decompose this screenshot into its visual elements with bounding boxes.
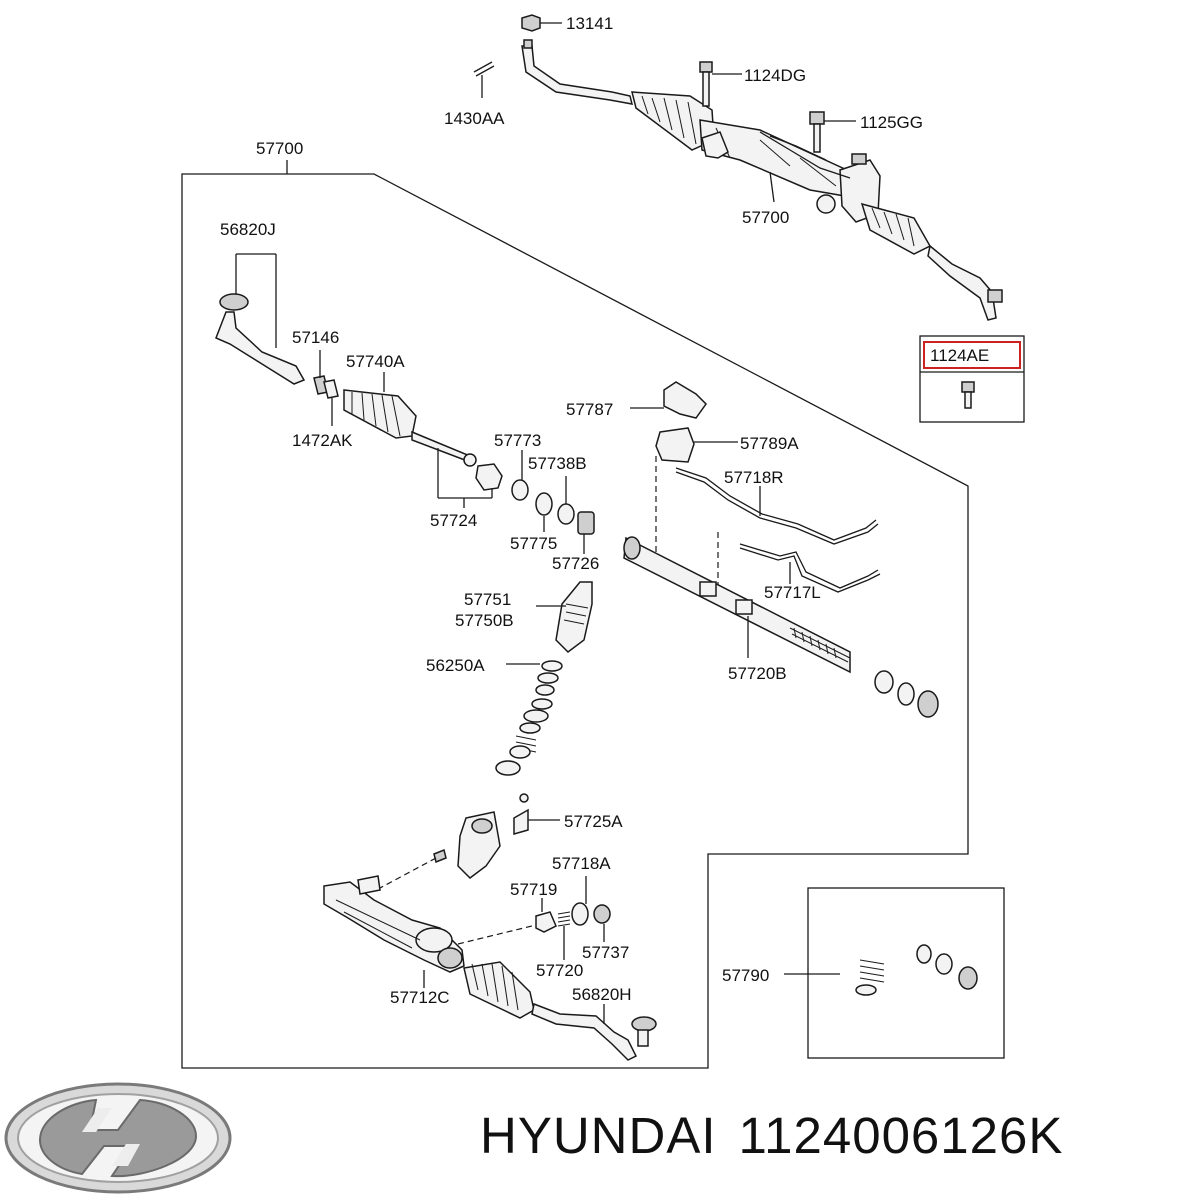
- inner-tie-rod-57724: [411, 430, 503, 508]
- hydraulic-line-57718r: [675, 467, 879, 545]
- label-57146: 57146: [292, 328, 339, 347]
- label-57740a: 57740A: [346, 352, 405, 371]
- assembly-57700-outline: [181, 173, 969, 1069]
- label-57775: 57775: [510, 534, 557, 553]
- pinion-shaft-57751: [536, 581, 593, 653]
- label-57750b: 57750B: [455, 611, 514, 630]
- label-57789a: 57789A: [740, 434, 799, 453]
- bolt-1124dg-icon: [699, 61, 742, 107]
- label-57712c: 57712C: [390, 988, 450, 1007]
- label-56820j: 56820J: [220, 220, 276, 239]
- boot-57740a: [343, 372, 417, 439]
- label-13141: 13141: [566, 14, 613, 33]
- label-1124dg: 1124DG: [744, 66, 806, 85]
- boot-and-tie-rod-end-bottom: [463, 961, 657, 1061]
- rack-tube-57720b: [623, 536, 939, 718]
- nut-13141-icon: [521, 14, 562, 32]
- hydraulic-line-57717l: [739, 543, 881, 593]
- right-boot-top: [860, 202, 932, 255]
- label-56820h: 56820H: [572, 985, 632, 1004]
- top-rack-assembly: [473, 14, 1003, 321]
- label-57700-frame: 57700: [256, 139, 303, 158]
- kit-57790-box: [784, 887, 1005, 1059]
- label-57726: 57726: [552, 554, 599, 573]
- label-57790: 57790: [722, 966, 769, 985]
- label-57700-rack: 57700: [742, 208, 789, 227]
- label-1125gg: 1125GG: [860, 113, 923, 132]
- rack-guide-parts: [535, 876, 611, 960]
- label-57725a: 57725A: [564, 812, 623, 831]
- label-57737: 57737: [582, 943, 629, 962]
- jam-nut-icon: [313, 350, 339, 426]
- label-57720b: 57720B: [728, 664, 787, 683]
- brand-name: HYUNDAI: [480, 1107, 717, 1164]
- label-56250a: 56250A: [426, 656, 485, 675]
- label-57738b: 57738B: [528, 454, 587, 473]
- seal-rings: [511, 450, 595, 554]
- label-1124ae: 1124AE: [930, 346, 989, 365]
- label-57717l: 57717L: [764, 583, 821, 602]
- bolt-1125gg-icon: [809, 111, 856, 153]
- label-57724: 57724: [430, 511, 477, 530]
- label-1430aa: 1430AA: [444, 109, 505, 128]
- brand-part-number-line: HYUNDAI 1124006126K: [480, 1106, 1190, 1176]
- valve-body-57725a: [379, 793, 560, 889]
- label-57751: 57751: [464, 590, 511, 609]
- clamp-57787: [630, 381, 707, 419]
- spring-icon: [855, 959, 885, 996]
- part-1124ae-box: [919, 335, 1025, 423]
- label-57773: 57773: [494, 431, 541, 450]
- label-57718r: 57718R: [724, 468, 784, 487]
- cotter-pin-icon: [473, 61, 495, 98]
- label-57787: 57787: [566, 400, 613, 419]
- hyundai-logo-icon: [4, 1082, 232, 1194]
- bushing-57789a: [655, 427, 738, 463]
- part-number: 1124006126K: [738, 1107, 1064, 1164]
- tie-rod-end-56820j: [215, 253, 306, 385]
- label-57720: 57720: [536, 961, 583, 980]
- label-57719: 57719: [510, 880, 557, 899]
- seal-stack-56250a: [495, 660, 563, 776]
- housing-57712c: [323, 875, 541, 988]
- label-57718a: 57718A: [552, 854, 611, 873]
- label-1472ak: 1472AK: [292, 431, 353, 450]
